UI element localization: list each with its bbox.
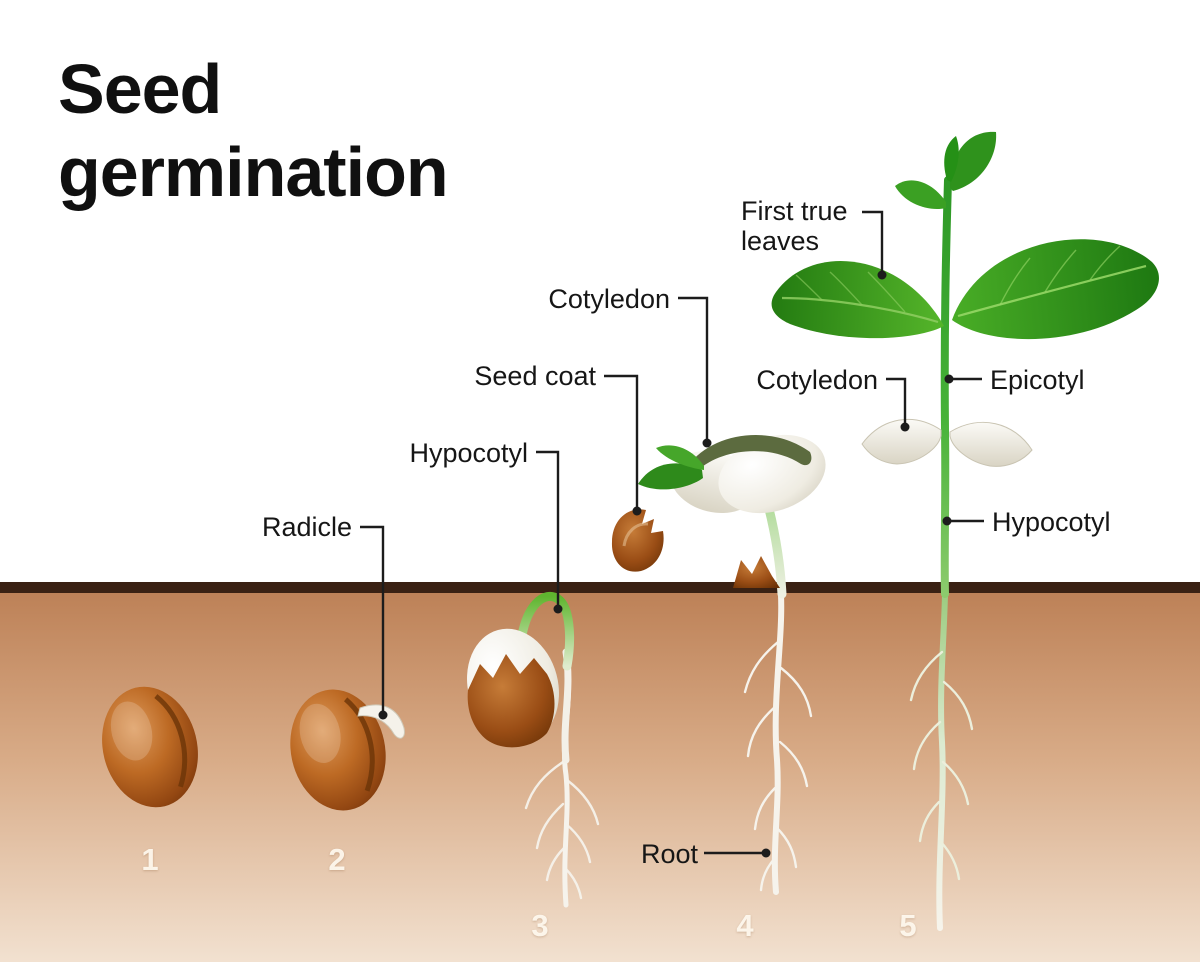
shed-seed-coat-piece bbox=[733, 556, 780, 588]
pointer-dots bbox=[378, 270, 954, 858]
soil bbox=[0, 592, 1200, 962]
seed-stage-1 bbox=[102, 686, 198, 808]
label-epicotyl: Epicotyl bbox=[990, 365, 1085, 395]
dot-cotyledon-4 bbox=[702, 438, 712, 448]
label-cotyledon-stage5: Cotyledon bbox=[756, 365, 878, 395]
label-root: Root bbox=[640, 839, 698, 869]
dot-radicle bbox=[378, 710, 388, 720]
stage-number-4: 4 bbox=[736, 908, 754, 943]
radicle-sprout bbox=[357, 704, 405, 739]
withered-cotyledon-right bbox=[949, 421, 1033, 467]
label-hypocotyl-stage3: Hypocotyl bbox=[409, 438, 528, 468]
soil-line bbox=[0, 582, 1200, 593]
cotyledon-cap bbox=[687, 435, 812, 472]
pointer-cotyledon-5 bbox=[886, 377, 907, 424]
stage-number-2: 2 bbox=[328, 842, 346, 877]
stage-number-1: 1 bbox=[141, 842, 159, 877]
label-hypocotyl-stage5: Hypocotyl bbox=[992, 507, 1111, 537]
stem-stage-5 bbox=[940, 176, 952, 598]
dot-first-true-leaves bbox=[877, 270, 887, 280]
young-leaf bbox=[638, 463, 703, 490]
dot-cotyledon-5 bbox=[900, 422, 910, 432]
pointer-lines bbox=[360, 210, 984, 855]
cracked-seed-coat bbox=[467, 654, 555, 748]
dot-hypocotyl-3 bbox=[553, 604, 563, 614]
seedling-stage-4 bbox=[611, 434, 826, 895]
withered-cotyledon-left bbox=[861, 418, 942, 465]
roots-stage-4 bbox=[743, 640, 813, 892]
pointer-radicle bbox=[360, 525, 385, 712]
label-first-true-leaves: First true leaves bbox=[741, 196, 848, 257]
seedling-stage-3 bbox=[467, 591, 600, 908]
stage-number-5: 5 bbox=[899, 908, 917, 943]
label-seed-coat: Seed coat bbox=[474, 361, 596, 391]
plant-stage-5 bbox=[771, 131, 1159, 931]
shoot-tip-leaf bbox=[950, 131, 997, 191]
page-title: Seed germination bbox=[58, 50, 449, 211]
dot-hypocotyl-5 bbox=[942, 516, 952, 526]
shed-seed-coat bbox=[611, 509, 664, 572]
pointer-hypocotyl-3 bbox=[536, 450, 560, 606]
label-cotyledon-stage4: Cotyledon bbox=[548, 284, 670, 314]
label-radicle: Radicle bbox=[261, 512, 352, 542]
roots-stage-5 bbox=[909, 650, 974, 881]
pointer-first-true-leaves bbox=[862, 210, 884, 272]
pointer-cotyledon-4 bbox=[678, 296, 709, 440]
roots-stage-3 bbox=[524, 760, 600, 900]
pointer-seed-coat bbox=[604, 374, 639, 508]
dot-root bbox=[761, 848, 771, 858]
dot-epicotyl bbox=[944, 374, 954, 384]
dot-seed-coat bbox=[632, 506, 642, 516]
stage-number-3: 3 bbox=[531, 908, 549, 943]
seed-stage-2 bbox=[290, 689, 405, 811]
